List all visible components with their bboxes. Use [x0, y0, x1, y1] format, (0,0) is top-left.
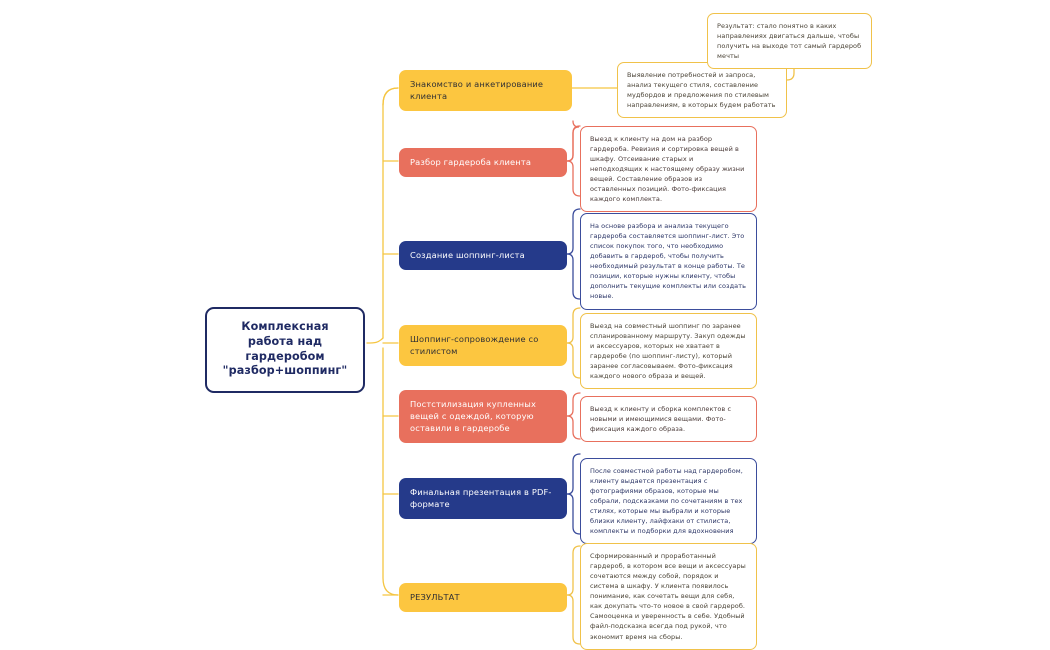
- detail-connector-wardrobe-audit: [566, 120, 580, 162]
- detail-card-pdf-presentation[interactable]: После совместной работы над гардеробом, …: [580, 458, 757, 545]
- detail-card-post-styling[interactable]: Выезд к клиенту и сборка комплектов с но…: [580, 396, 757, 443]
- topic-node-post-styling[interactable]: Постстилизация купленных вещей с одеждой…: [399, 390, 567, 444]
- detail-card-result[interactable]: Сформированный и проработанный гардероб,…: [580, 543, 757, 650]
- topic-node-shopping-escort[interactable]: Шоппинг-сопровождение со стилистом: [399, 325, 567, 367]
- topic-node-pdf-presentation[interactable]: Финальная презентация в PDF-формате: [399, 478, 567, 520]
- detail-card-wardrobe-audit[interactable]: Выезд к клиенту на дом на разбор гардеро…: [580, 126, 757, 213]
- detail-card-shopping-escort[interactable]: Выезд на совместный шоппинг по заранее с…: [580, 313, 757, 390]
- spine: [382, 87, 399, 339]
- note-card-acquaintance-result[interactable]: Результат: стало понятно в каких направл…: [707, 13, 872, 70]
- topic-node-result[interactable]: РЕЗУЛЬТАТ: [399, 583, 567, 613]
- root-node[interactable]: Комплексная работа над гардеробом "разбо…: [205, 307, 365, 394]
- topic-node-shopping-list[interactable]: Создание шоппинг-листа: [399, 241, 567, 271]
- trunk-connector: [366, 337, 384, 344]
- topic-node-acquaintance[interactable]: Знакомство и анкетирование клиента: [399, 70, 572, 112]
- spine-lower: [382, 347, 399, 596]
- detail-card-acquaintance[interactable]: Выявление потребностей и запроса, анализ…: [617, 62, 787, 119]
- topic-node-wardrobe-audit[interactable]: Разбор гардероба клиента: [399, 148, 567, 178]
- detail-card-shopping-list[interactable]: На основе разбора и анализа текущего гар…: [580, 213, 757, 310]
- branch-acquaintance: [382, 87, 399, 106]
